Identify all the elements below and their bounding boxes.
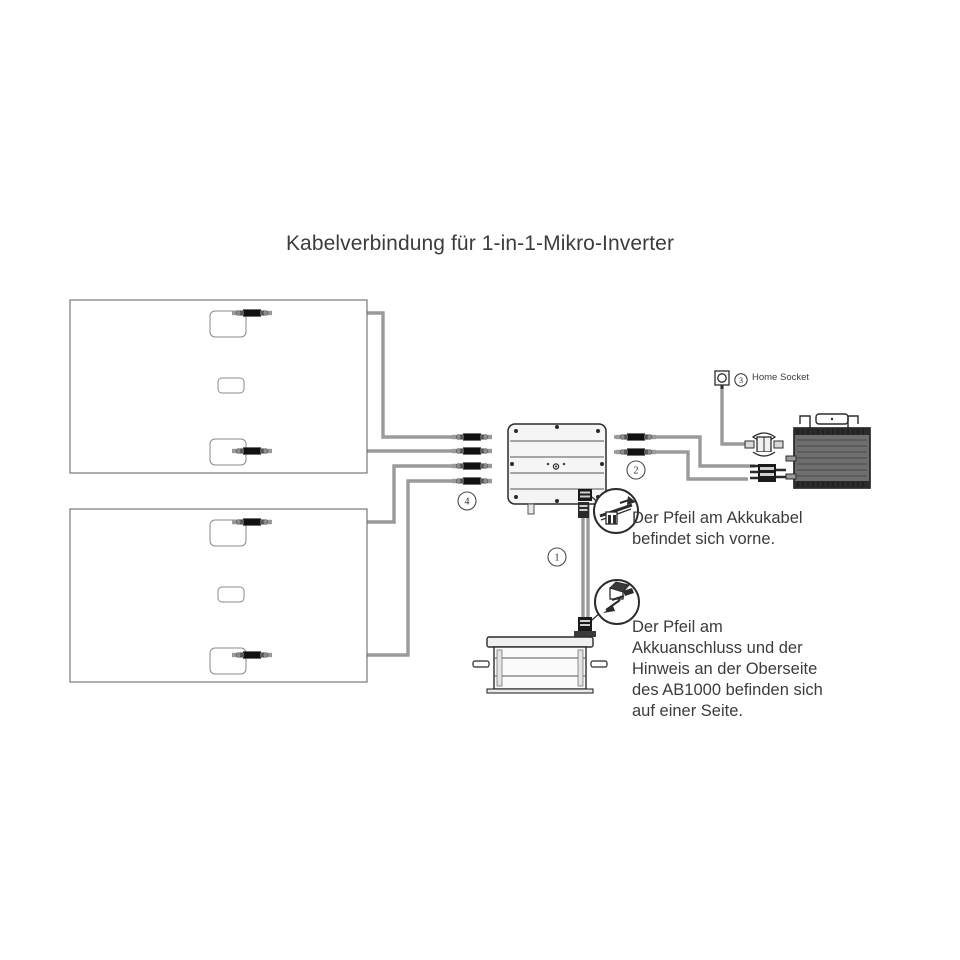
callout-2: 2 xyxy=(626,460,646,480)
ab1000-battery xyxy=(472,636,608,694)
page-title: Kabelverbindung für 1-in-1-Mikro-Inverte… xyxy=(285,232,675,255)
power-adapter-unit xyxy=(785,413,871,489)
dc-connector-block xyxy=(750,464,786,482)
note1-line-1: Der Pfeil am Akkukabel xyxy=(632,509,803,527)
battery-cable-connector xyxy=(574,489,596,637)
detail-magnifier-battery-arrow xyxy=(591,579,640,625)
callout-4: 4 xyxy=(457,491,477,511)
home-socket-label: Home Socket xyxy=(752,372,810,383)
solar-panel-bottom xyxy=(69,508,368,683)
note2-line-5: auf einer Seite. xyxy=(632,702,743,720)
arrow-on-battery-cable-note: Der Pfeil am Akkukabel befindet sich vor… xyxy=(632,508,847,550)
note2-line-4: des AB1000 befinden sich xyxy=(632,681,823,699)
solar-panel-top xyxy=(69,299,368,474)
led-indicator xyxy=(546,462,566,470)
home-socket-callout-badge: 3 xyxy=(734,373,748,387)
note2-line-3: Hinweis an der Oberseite xyxy=(632,660,818,678)
home-socket-icon xyxy=(714,370,730,389)
callout-number-2: 2 xyxy=(634,466,639,477)
micro-inverter-box xyxy=(507,423,607,518)
callout-1: 1 xyxy=(547,547,567,567)
note2-line-2: Akkuanschluss und der xyxy=(632,639,803,657)
callout-number-4: 4 xyxy=(465,497,470,508)
callout-number-1: 1 xyxy=(555,553,560,564)
detail-magnifier-cable-arrow xyxy=(591,488,639,534)
note1-line-2: befindet sich vorne. xyxy=(632,530,776,548)
arrow-on-battery-port-note: Der Pfeil am Akkuanschluss und der Hinwe… xyxy=(632,617,847,722)
callout-number-3: 3 xyxy=(739,376,743,385)
inline-ferrite xyxy=(744,432,784,457)
note2-line-1: Der Pfeil am xyxy=(632,618,723,636)
